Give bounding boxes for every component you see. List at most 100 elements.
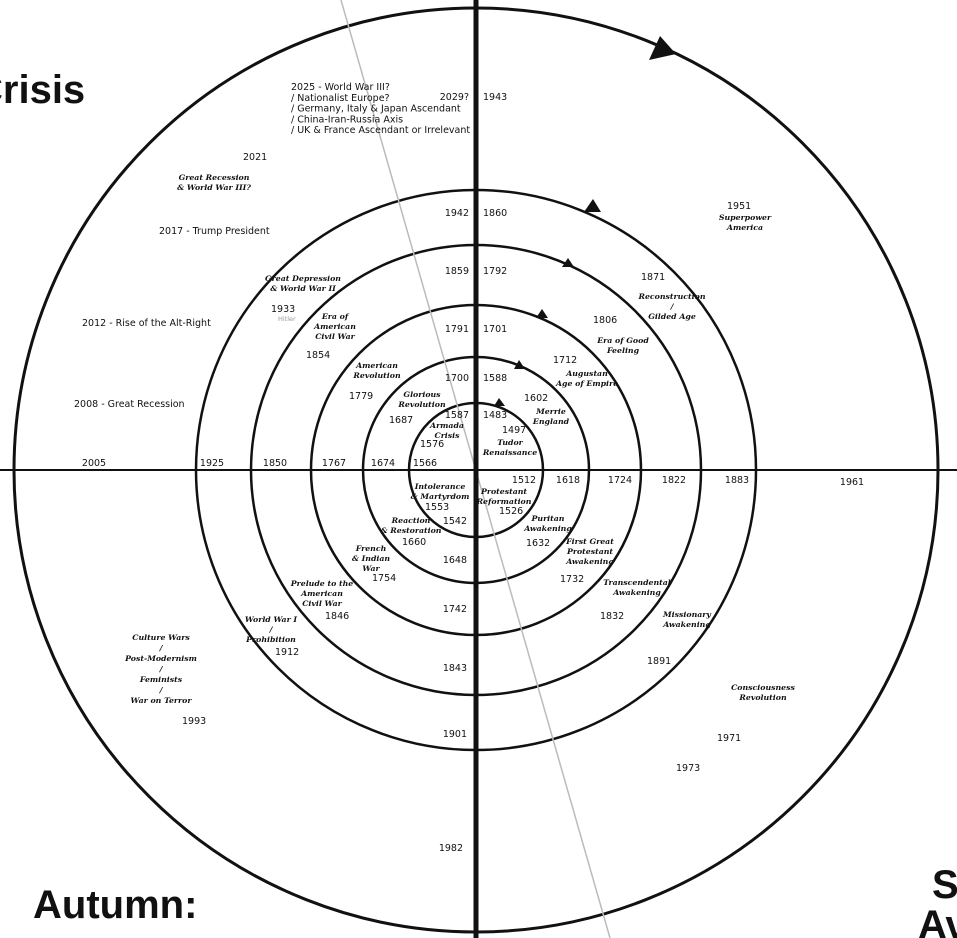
year-label: 1993	[182, 716, 206, 727]
event-label: Intolerance& Martyrdom	[411, 482, 470, 501]
year-label: 1724	[608, 475, 632, 486]
year-label: 2021	[243, 152, 267, 163]
year-label: 1542	[443, 516, 467, 527]
corner-label-s: S	[932, 863, 957, 907]
year-label: 1832	[600, 611, 624, 622]
year-label: 1660	[402, 537, 426, 548]
year-label: 1632	[526, 538, 550, 549]
direction-arrows	[494, 36, 676, 406]
year-label: 2005	[82, 458, 106, 469]
corner-label-av: Av	[918, 903, 957, 938]
year-label: 1526	[499, 506, 523, 517]
ww3-note: 2025 - World War III?/ Nationalist Europ…	[291, 82, 470, 136]
year-label: 1982	[439, 843, 463, 854]
year-label: 1891	[647, 656, 671, 667]
year-label: 1712	[553, 355, 577, 366]
year-label: 1553	[425, 502, 449, 513]
arrow-ring-5	[584, 199, 601, 212]
year-label: 1483	[483, 410, 507, 421]
year-label: 1843	[443, 663, 467, 674]
year-label: 1701	[483, 324, 507, 335]
spoke-years-right: 1512 1618 1724 1822 1883 1961	[512, 475, 864, 488]
event-label: Great Depression& World War II	[265, 274, 341, 293]
year-label: 1883	[725, 475, 749, 486]
year-label: 1854	[306, 350, 330, 361]
year-label: 1822	[662, 475, 686, 486]
year-label: 1512	[512, 475, 536, 486]
year-label: 1648	[443, 555, 467, 566]
year-label: 1860	[483, 208, 507, 219]
arrow-ring-2	[514, 360, 525, 369]
year-label: 1754	[372, 573, 396, 584]
year-label: 2029?	[440, 92, 469, 103]
year-label: 1792	[483, 266, 507, 277]
year-label: 1687	[389, 415, 413, 426]
year-label: 1951	[727, 201, 751, 212]
alt-right-note: 2012 - Rise of the Alt-Right	[82, 318, 211, 329]
year-label: 1497	[502, 425, 526, 436]
year-label: 1961	[840, 477, 864, 488]
year-label: 1846	[325, 611, 349, 622]
year-label: 1742	[443, 604, 467, 615]
ring-5-labels: 1871 Reconstruction/Gilded Age Great Dep…	[245, 272, 711, 667]
event-label: World War I/Prohibition	[245, 615, 298, 644]
event-label: Culture Wars/Post-Modernism/Feminists/Wa…	[124, 633, 197, 705]
year-label: 1912	[275, 647, 299, 658]
year-label: 1933	[271, 304, 295, 315]
year-label: 1942	[445, 208, 469, 219]
year-label: 1871	[641, 272, 665, 283]
year-label: 1566	[413, 458, 437, 469]
arrow-ring-6	[649, 36, 676, 60]
arrow-ring-4	[562, 258, 574, 267]
year-label: 1925	[200, 458, 224, 469]
year-label: 1901	[443, 729, 467, 740]
year-label: 1602	[524, 393, 548, 404]
year-label: 1971	[717, 733, 741, 744]
trump-note: 2017 - Trump President	[159, 226, 270, 237]
year-label: 1859	[445, 266, 469, 277]
year-label: 1674	[371, 458, 395, 469]
year-label: 1732	[560, 574, 584, 585]
event-label: Great Recession& World War III?	[177, 173, 251, 192]
year-label: 1779	[349, 391, 373, 402]
arrow-ring-1	[494, 398, 505, 406]
year-label: 1618	[556, 475, 580, 486]
year-label: 1767	[322, 458, 346, 469]
event-label: Reconstruction/Gilded Age	[637, 292, 705, 321]
corner-label-crisis: Crisis	[0, 68, 85, 112]
spoke-years-down: 1542 1648 1742 1843 1901 1982	[439, 516, 467, 854]
spoke-years-up: 2029? 1943 1942 1860 1859 1792 1791 1701…	[440, 92, 507, 421]
event-label: Reaction& Restoration	[381, 516, 442, 535]
year-label: 1576	[420, 439, 444, 450]
year-label: 1587	[445, 410, 469, 421]
crisis-notes: 2025 - World War III?/ Nationalist Europ…	[74, 82, 470, 410]
hitler-note: Hitler	[278, 315, 296, 323]
arrow-ring-3	[536, 309, 548, 318]
corner-label-autumn: Autumn:	[33, 883, 197, 927]
year-label: 1850	[263, 458, 287, 469]
year-label: 1973	[676, 763, 700, 774]
year-label: 1791	[445, 324, 469, 335]
recession-note: 2008 - Great Recession	[74, 399, 185, 410]
